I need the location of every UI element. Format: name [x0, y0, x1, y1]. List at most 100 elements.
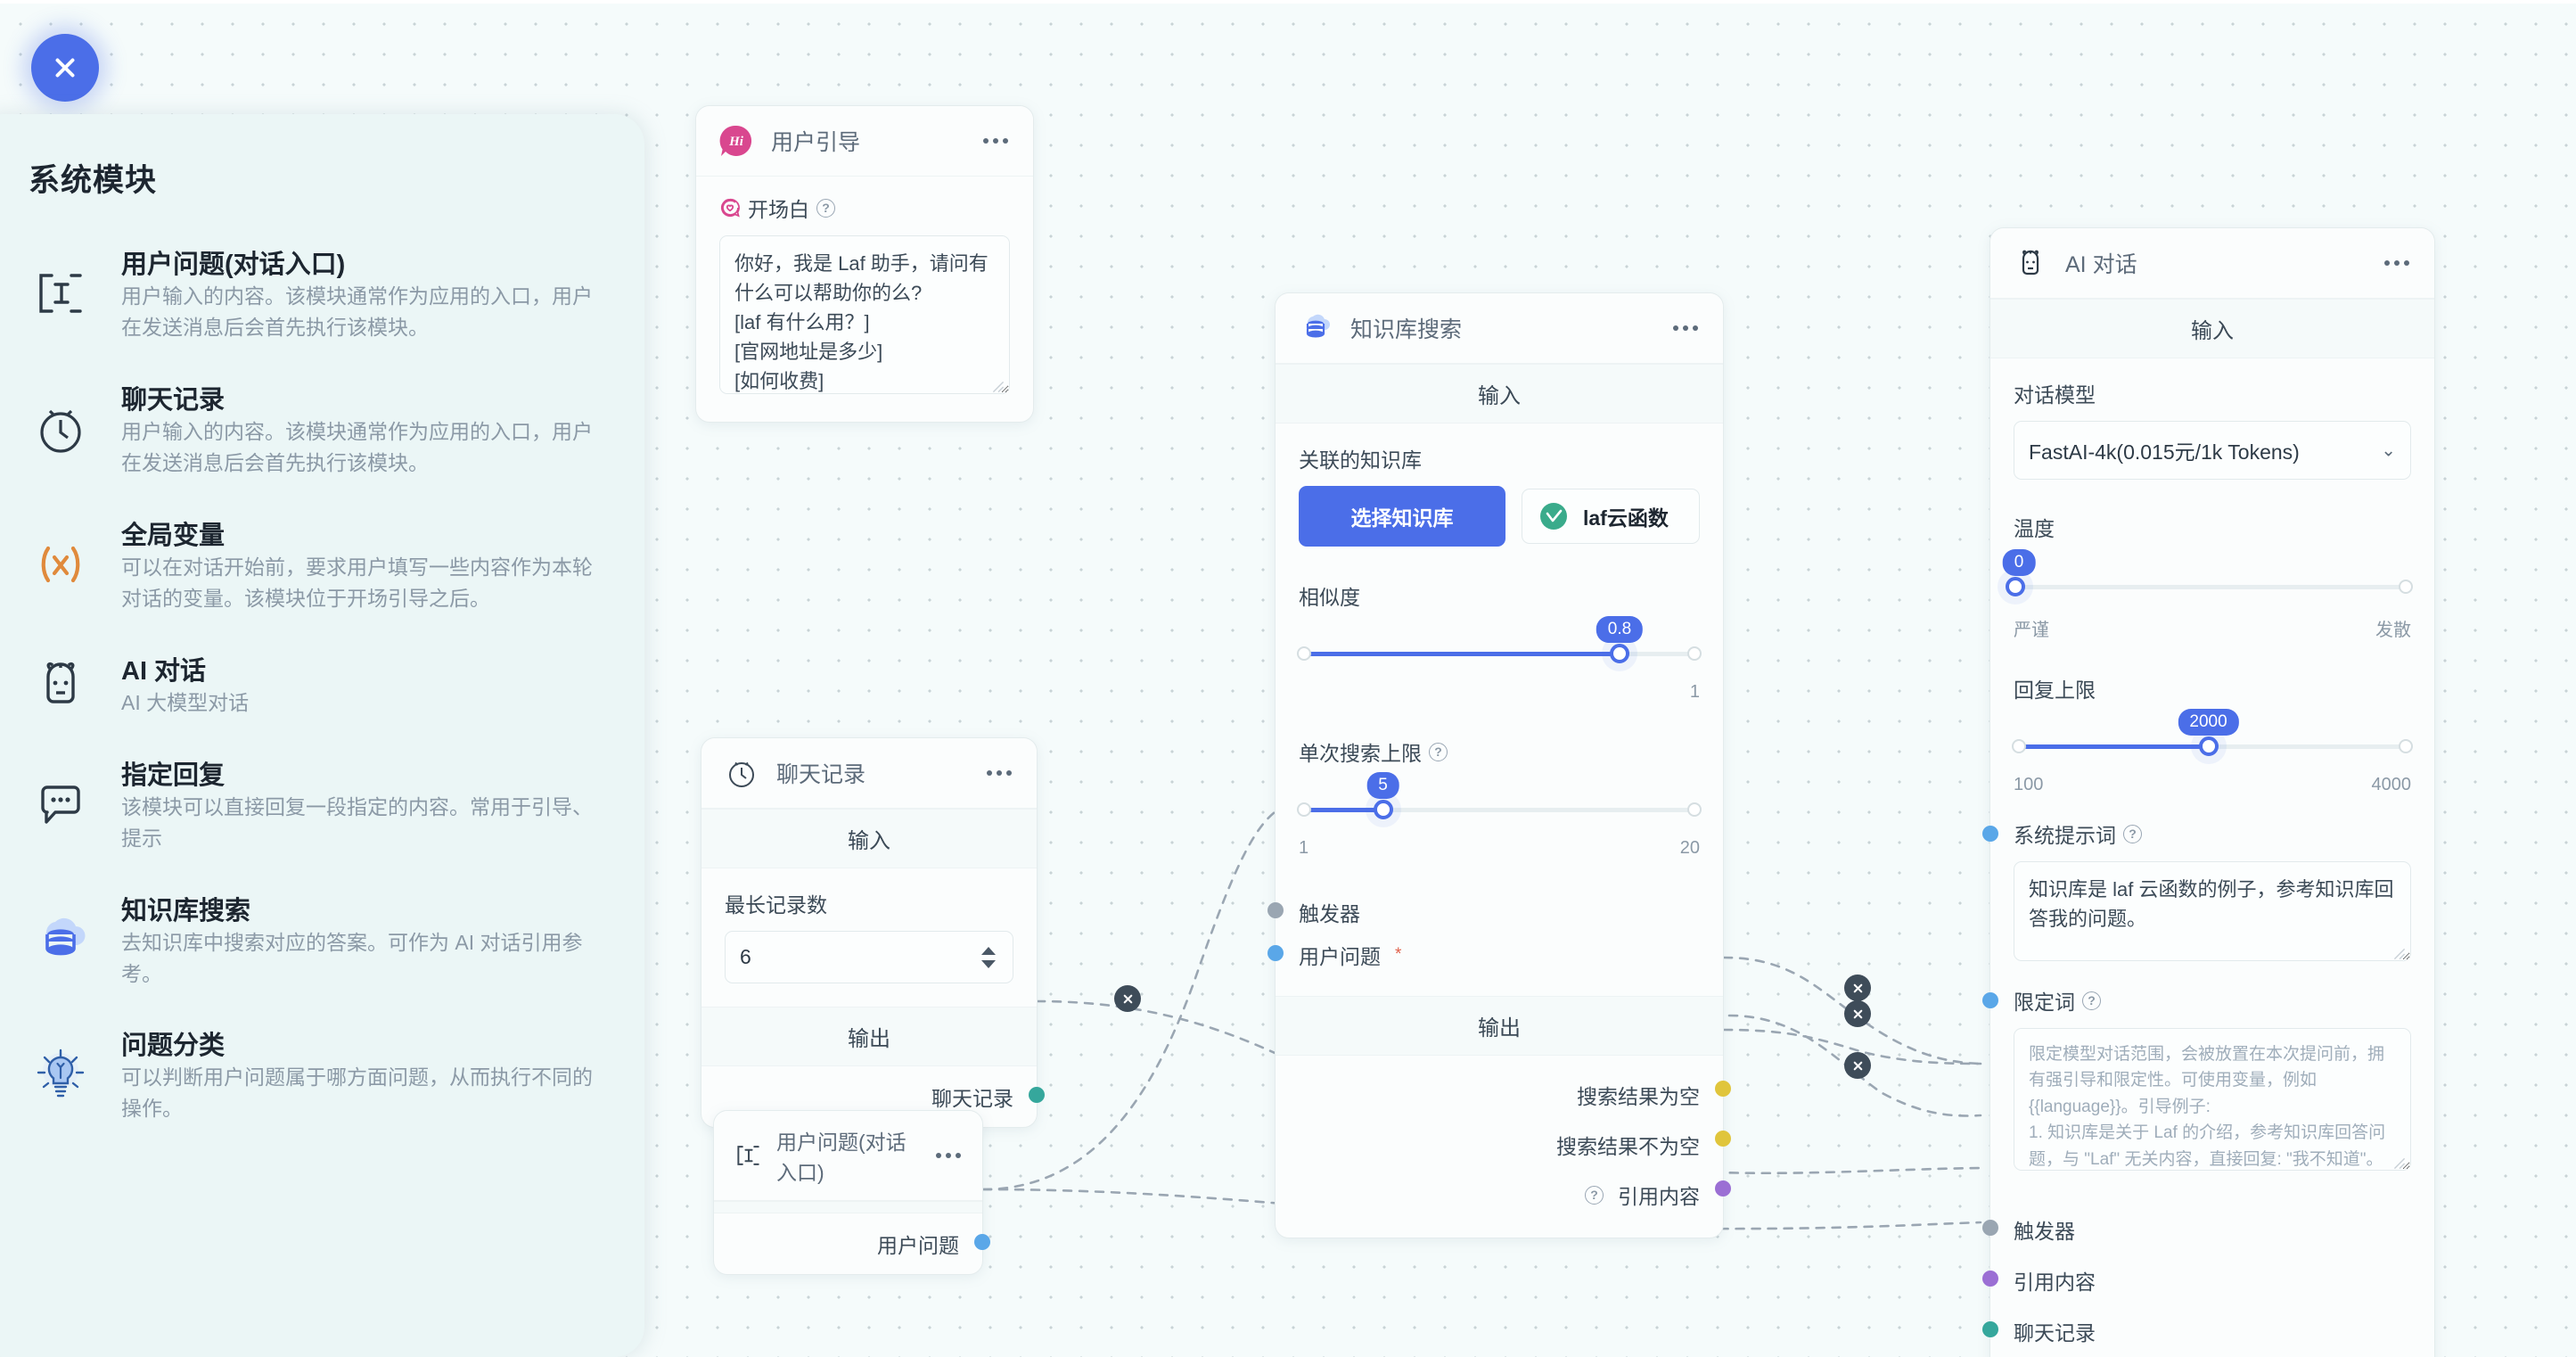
max-records-label: 最长记录数	[725, 893, 827, 917]
help-icon[interactable]: ?	[1429, 742, 1448, 761]
module-item-global-variable[interactable]: 全局变量 可以在对话开始前，要求用户填写一些内容作为本轮对话的变量。该模块位于开…	[29, 514, 609, 614]
node-kb-search[interactable]: 知识库搜索 输入 关联的知识库 选择知识库 laf云函数 相似度	[1267, 292, 1731, 1238]
input-section-label: 输入	[701, 809, 1037, 868]
maxtokens-label: 回复上限	[2014, 678, 2096, 702]
input-row[interactable]: 触发器	[1267, 891, 1700, 933]
node-menu-button[interactable]	[985, 765, 1013, 781]
module-text: 用户问题(对话入口) 用户输入的内容。该模块通常作为应用的入口，用户在发送消息后…	[121, 243, 609, 343]
output-row[interactable]: 用户问题	[737, 1222, 990, 1265]
module-desc: AI 大模型对话	[121, 690, 250, 714]
temperature-ticks: 严谨 发散	[2014, 615, 2411, 641]
text-cursor-icon	[29, 261, 93, 325]
laf-logo-icon	[1538, 501, 1569, 531]
node-chat-history[interactable]: 聊天记录 输入 最长记录数 6 输出 聊天记录	[701, 737, 1045, 1128]
node-menu-button[interactable]	[981, 133, 1010, 149]
node-header[interactable]: 聊天记录	[701, 738, 1037, 809]
help-icon[interactable]: ?	[1585, 1185, 1604, 1205]
linked-kb-label: 关联的知识库	[1299, 448, 1422, 472]
node-menu-button[interactable]	[934, 1147, 963, 1164]
select-kb-button[interactable]: 选择知识库	[1299, 486, 1505, 547]
module-item-user-question[interactable]: 用户问题(对话入口) 用户输入的内容。该模块通常作为应用的入口，用户在发送消息后…	[29, 243, 609, 343]
system-modules-panel[interactable]: 系统模块 用户问题(对话入口) 用户输入的内容。该模块通常作为应用的入口，用户在…	[0, 114, 644, 1357]
similarity-knob[interactable]	[1610, 644, 1629, 663]
module-item-kb-search[interactable]: 知识库搜索 去知识库中搜索对应的答案。可作为 AI 对话引用参考。	[29, 890, 609, 990]
topk-ticks: 1 20	[1299, 838, 1700, 859]
help-icon[interactable]: ?	[2082, 991, 2101, 1010]
resize-handle-icon[interactable]	[2393, 1157, 2406, 1170]
help-icon[interactable]: ?	[816, 198, 835, 218]
chevron-down-icon[interactable]: ⌄	[2381, 440, 2396, 461]
output-port[interactable]	[974, 1234, 990, 1250]
system-prompt-port[interactable]	[1982, 826, 1998, 842]
output-port[interactable]	[1715, 1081, 1731, 1097]
module-item-ai-chat[interactable]: AI 对话 AI 大模型对话	[29, 650, 609, 719]
stepper-arrows[interactable]	[980, 946, 997, 969]
maxtokens-knob[interactable]	[2198, 736, 2219, 756]
module-item-chat-history[interactable]: 聊天记录 用户输入的内容。该模块通常作为应用的入口，用户在发送消息后会首先执行该…	[29, 379, 609, 479]
limit-word-port[interactable]	[1982, 992, 1998, 1008]
node-header[interactable]: Hi 用户引导	[696, 106, 1033, 177]
node-menu-button[interactable]	[1671, 320, 1700, 336]
input-port[interactable]	[1267, 945, 1284, 961]
inputs: 触发器 用户问题*	[1267, 882, 1723, 996]
node-header[interactable]: 知识库搜索	[1276, 293, 1723, 364]
input-port[interactable]	[1267, 902, 1284, 918]
topk-max: 20	[1679, 838, 1700, 858]
module-item-question-classify[interactable]: 问题分类 可以判断用户问题属于哪方面问题，从而执行不同的操作。	[29, 1024, 609, 1124]
node-user-question[interactable]: 用户问题(对话入口) 用户问题	[713, 1110, 990, 1275]
hi-badge-icon: Hi	[719, 124, 753, 158]
opening-line-textarea[interactable]	[719, 235, 1010, 394]
output-port[interactable]	[1715, 1131, 1731, 1147]
module-item-specified-reply[interactable]: 指定回复 该模块可以直接回复一段指定的内容。常用于引导、提示	[29, 754, 609, 854]
system-prompt-textarea[interactable]	[2014, 861, 2411, 961]
output-port[interactable]	[1715, 1180, 1731, 1197]
input-row[interactable]: 聊天记录	[1982, 1305, 2411, 1356]
topk-knob[interactable]	[1373, 800, 1393, 819]
limit-word-textarea[interactable]	[2014, 1028, 2411, 1171]
chevron-up-icon[interactable]	[980, 946, 997, 956]
limit-word-label: 限定词 ?	[2014, 985, 2411, 1016]
max-records-stepper[interactable]: 6	[725, 931, 1013, 983]
input-port[interactable]	[1982, 1271, 1998, 1287]
node-header[interactable]: 用户问题(对话入口)	[714, 1111, 982, 1201]
help-icon[interactable]: ?	[2123, 824, 2142, 843]
kb-chip[interactable]: laf云函数	[1522, 489, 1700, 544]
slider-end-cap	[2399, 739, 2413, 753]
edge-delete-button[interactable]	[1114, 985, 1141, 1012]
model-select[interactable]: FastAI-4k(0.015元/1k Tokens) ⌄	[2014, 421, 2411, 480]
input-row[interactable]: 引用内容	[1982, 1254, 2411, 1305]
output-row[interactable]: 搜索结果为空	[1299, 1070, 1731, 1120]
input-row[interactable]: 用户问题*	[1267, 933, 1700, 976]
maxtokens-slider[interactable]: 2000	[2012, 709, 2413, 769]
edge-delete-button[interactable]	[1844, 1052, 1871, 1079]
output-section-label: 输出	[1276, 996, 1723, 1056]
model-label: 对话模型	[2014, 383, 2096, 407]
module-text: AI 对话 AI 大模型对话	[121, 650, 609, 719]
output-row[interactable]: 搜索结果不为空	[1299, 1120, 1731, 1170]
close-panel-button[interactable]	[31, 34, 99, 102]
input-port[interactable]	[1982, 1321, 1998, 1337]
temperature-slider[interactable]: 0	[2002, 549, 2413, 610]
temperature-knob[interactable]	[2006, 577, 2025, 596]
input-port[interactable]	[1982, 1220, 1998, 1236]
node-ai-chat[interactable]: AI 对话 输入 对话模型 FastAI-4k(0.015元/1k Tokens…	[1982, 227, 2435, 1357]
output-row[interactable]: ? 引用内容	[1299, 1170, 1731, 1220]
resize-handle-icon[interactable]	[2393, 948, 2406, 960]
output-port[interactable]	[1029, 1087, 1045, 1103]
node-menu-button[interactable]	[2383, 255, 2411, 271]
input-row[interactable]: 触发器	[1982, 1204, 2411, 1254]
output-row[interactable]: 聊天记录	[725, 1075, 1045, 1118]
topk-slider[interactable]: 5	[1297, 772, 1702, 833]
resize-handle-icon[interactable]	[992, 381, 1005, 393]
similarity-slider[interactable]: 0.8	[1297, 616, 1702, 677]
lightbulb-icon	[29, 1042, 93, 1106]
node-header[interactable]: AI 对话	[1990, 228, 2434, 299]
node-user-guide[interactable]: Hi 用户引导 开场白 ?	[695, 105, 1034, 423]
chevron-down-icon[interactable]	[980, 959, 997, 969]
temperature-value: 0	[2002, 549, 2036, 576]
maxtokens-max: 4000	[2371, 775, 2412, 794]
edge-delete-button[interactable]	[1844, 975, 1871, 1001]
edge-delete-button[interactable]	[1844, 1000, 1871, 1027]
clock-history-icon	[29, 397, 93, 461]
